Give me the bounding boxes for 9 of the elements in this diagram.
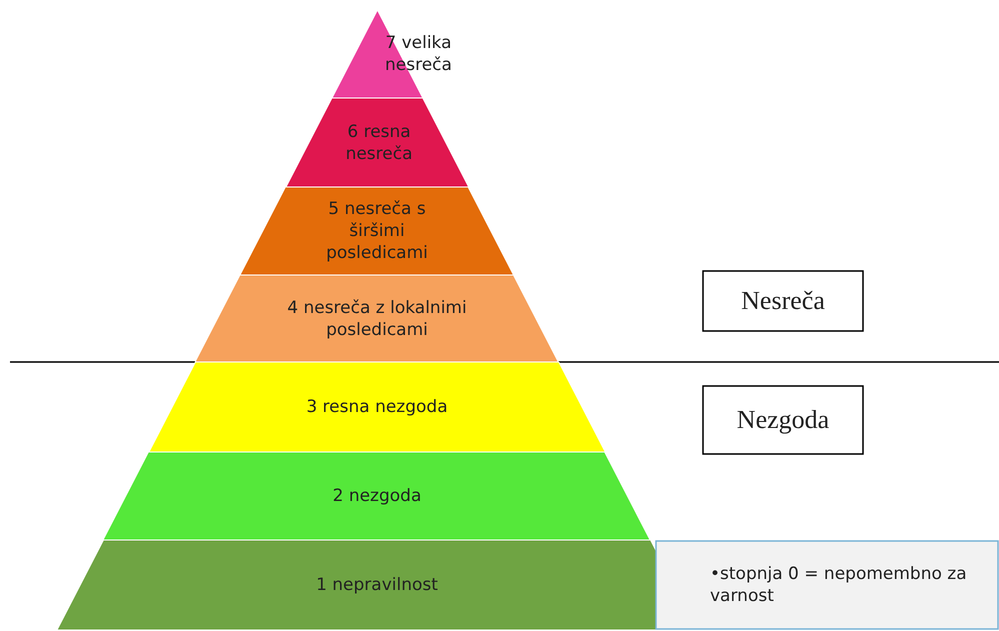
tier-label: 3 resna nezgoda — [306, 396, 448, 418]
category-label: Nesreča — [741, 286, 825, 316]
tier-label: 6 resna nesreča — [346, 120, 412, 164]
note-text: •stopnja 0 = nepomembno za varnost — [710, 563, 968, 607]
tier-label: 5 nesreča s širšimi posledicami — [325, 198, 429, 264]
category-label: Nezgoda — [736, 405, 830, 435]
tier-label: 2 nezgoda — [332, 485, 422, 507]
tier-label: 1 nepravilnost — [316, 574, 438, 596]
tier-label: 4 nesreča z lokalnimi posledicami — [286, 296, 468, 340]
